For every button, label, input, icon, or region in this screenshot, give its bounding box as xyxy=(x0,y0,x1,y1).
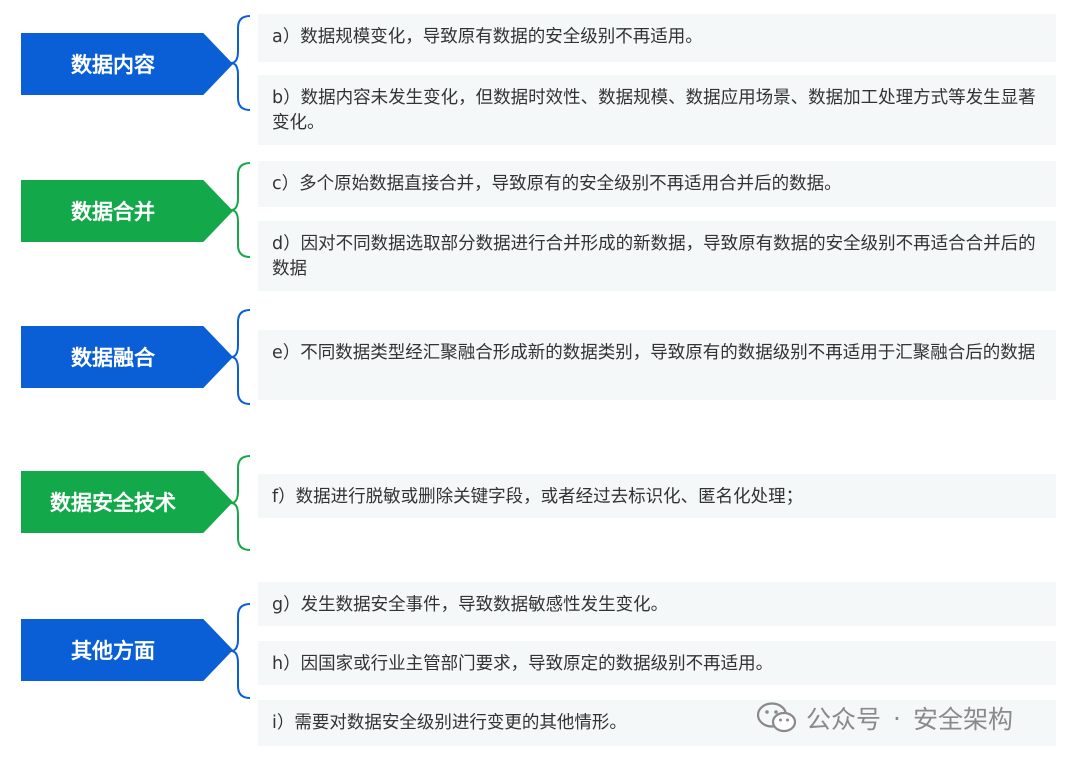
item-a: a）数据规模变化，导致原有数据的安全级别不再适用。 xyxy=(258,14,1056,62)
wechat-icon xyxy=(756,702,797,733)
category-label-other-aspects: 其他方面 xyxy=(21,619,233,681)
brace-icon xyxy=(230,15,251,111)
watermark-text-right: 安全架构 xyxy=(912,705,1013,734)
item-d: d）因对不同数据选取部分数据进行合并形成的新数据，导致原有数据的安全级别不再适合… xyxy=(258,221,1056,291)
brace-icon xyxy=(230,603,251,699)
brace-icon xyxy=(230,455,251,551)
item-c: c）多个原始数据直接合并，导致原有的安全级别不再适用合并后的数据。 xyxy=(258,161,1056,207)
watermark-text-left: 公众号 xyxy=(806,705,882,734)
category-label-data-security-tech: 数据安全技术 xyxy=(21,471,233,533)
category-label-data-content: 数据内容 xyxy=(21,33,233,95)
item-f: f）数据进行脱敏或删除关键字段，或者经过去标识化、匿名化处理； xyxy=(258,474,1056,518)
item-e: e）不同数据类型经汇聚融合形成新的数据类别，导致原有的数据级别不再适用于汇聚融合… xyxy=(258,330,1056,400)
category-label-data-merge: 数据合并 xyxy=(21,180,233,242)
item-g: g）发生数据安全事件，导致数据敏感性发生变化。 xyxy=(258,582,1056,626)
watermark-separator: · xyxy=(893,703,901,733)
watermark: 公众号 · 安全架构 xyxy=(756,698,1013,738)
item-b: b）数据内容未发生变化，但数据时效性、数据规模、数据应用场景、数据加工处理方式等… xyxy=(258,75,1056,145)
brace-icon xyxy=(230,162,251,258)
brace-icon xyxy=(230,309,251,405)
item-i: i）需要对数据安全级别进行变更的其他情形。 xyxy=(258,700,1056,746)
category-label-data-fusion: 数据融合 xyxy=(21,326,233,388)
item-h: h）因国家或行业主管部门要求，导致原定的数据级别不再适用。 xyxy=(258,641,1056,685)
